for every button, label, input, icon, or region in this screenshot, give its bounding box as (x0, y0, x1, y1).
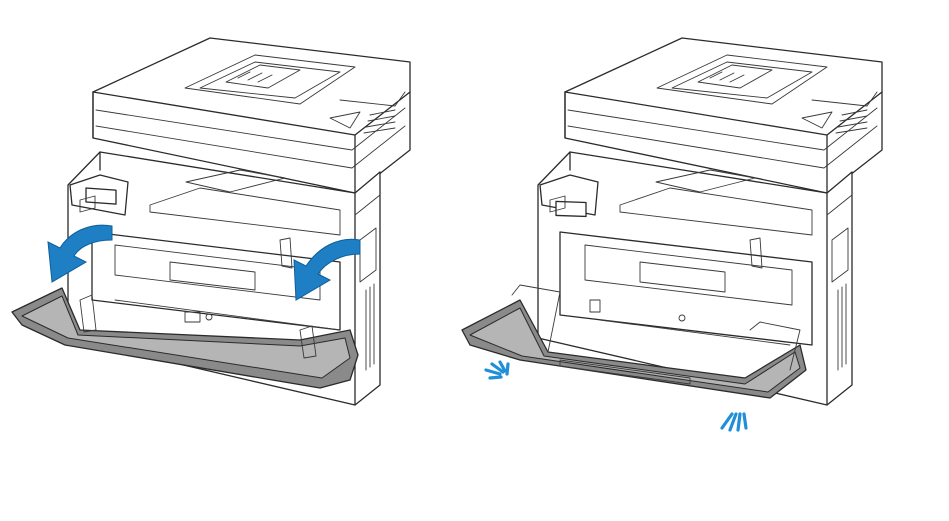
click-indicator-icon (484, 360, 510, 380)
interior-left (91, 231, 341, 331)
down-curved-arrow-icon (293, 238, 361, 301)
motion-arrows-left (47, 224, 361, 301)
adf-scanner-lid-right (564, 37, 883, 194)
click-indicator-icon (720, 412, 748, 432)
down-curved-arrow-icon (47, 224, 113, 283)
front-door-right (461, 284, 807, 399)
click-indicator-right (720, 412, 748, 432)
printer-right (461, 37, 883, 432)
click-indicator-left (484, 360, 510, 380)
printer-left (11, 37, 411, 406)
control-panel-left (69, 174, 129, 216)
control-panel-right (539, 174, 599, 218)
adf-scanner-lid-left (92, 37, 411, 194)
interior-right (559, 231, 813, 346)
front-door-left (11, 287, 359, 389)
